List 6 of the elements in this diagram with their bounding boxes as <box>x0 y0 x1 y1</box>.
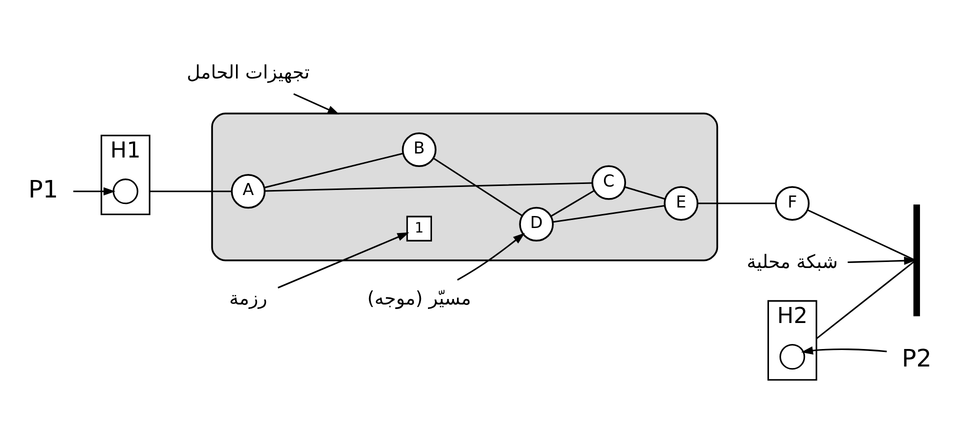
node-text: P1 <box>28 176 58 204</box>
node-text: مسيّر (موجه) <box>367 288 472 310</box>
node-text: تجهيزات الحامل <box>186 62 310 84</box>
node-text: شبكة محلية <box>746 252 838 274</box>
node-text: P2 <box>902 344 932 372</box>
node-text: رزمة <box>229 288 268 310</box>
